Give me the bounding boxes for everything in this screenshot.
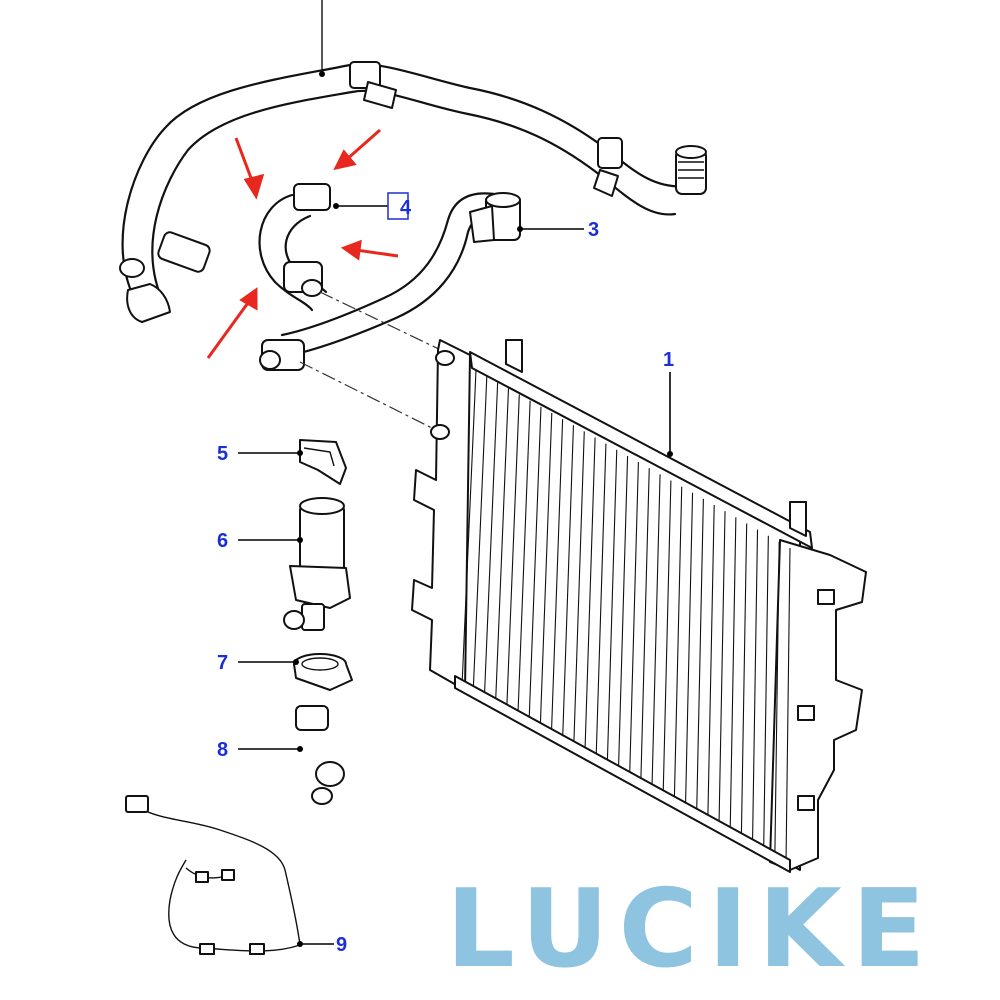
radiator-fin	[539, 412, 553, 729]
radiator-fin	[629, 462, 639, 779]
red-arrow-top-left	[234, 137, 265, 200]
radiator-fin	[640, 468, 650, 785]
callout-7: 7	[217, 652, 299, 674]
highlight-arrows	[206, 128, 399, 359]
radiator-fin	[528, 406, 542, 723]
harness-part-9	[125, 795, 301, 955]
callout-8-label: 8	[217, 739, 228, 761]
radiator-fin	[740, 523, 748, 840]
callout-3: 3	[517, 219, 599, 241]
callout-1: 1	[663, 349, 674, 457]
callout-4: 4	[333, 192, 412, 220]
callout-6: 6	[217, 530, 303, 552]
red-arrow-top-right	[333, 128, 381, 171]
radiator-fin	[517, 400, 531, 717]
radiator-fin	[696, 498, 704, 815]
radiator-fin	[651, 474, 661, 791]
callout-9: 9	[297, 934, 347, 956]
hose-part-4	[258, 183, 331, 312]
hose-part-3	[259, 192, 521, 371]
callout-8: 8	[217, 739, 303, 761]
red-arrow-bottom-left	[206, 287, 258, 359]
callout-4-label: 4	[400, 197, 412, 219]
radiator-part-1	[411, 339, 867, 873]
red-arrow-middle	[340, 239, 399, 261]
radiator-fin	[684, 492, 694, 809]
radiator-fin	[751, 529, 759, 846]
radiator-fin	[729, 517, 737, 834]
callout-6-label: 6	[217, 530, 228, 552]
brand-logo: LUCIKE	[446, 867, 936, 992]
callout-4-box	[387, 192, 409, 220]
radiator-fin	[673, 486, 683, 803]
callout-3-label: 3	[588, 219, 599, 241]
radiator-fin	[785, 547, 791, 865]
callout-5: 5	[217, 443, 303, 465]
radiator-fin	[595, 443, 607, 760]
radiator-fin	[707, 505, 715, 822]
radiator-fin	[718, 511, 726, 828]
callout-5-label: 5	[217, 443, 228, 465]
callout-7-label: 7	[217, 652, 228, 674]
upper-hose-assembly	[119, 0, 707, 323]
radiator-fin	[494, 388, 510, 705]
valve-part-6	[283, 497, 351, 631]
radiator-fin	[763, 535, 769, 852]
radiator-fin	[483, 382, 499, 699]
radiator-fin	[584, 437, 596, 754]
callout-9-label: 9	[336, 934, 347, 956]
radiator-fin	[774, 541, 780, 858]
radiator-fin	[506, 394, 520, 711]
clip-part-7	[293, 653, 353, 691]
radiator-fin	[550, 419, 564, 736]
radiator-fin	[606, 449, 618, 766]
bracket-part-5	[299, 439, 347, 485]
radiator-fin	[573, 431, 585, 748]
radiator-fin	[617, 455, 629, 772]
radiator-fin	[472, 376, 488, 693]
elbow-part-8	[293, 705, 345, 808]
radiator-fin	[461, 369, 477, 687]
radiator-fin	[562, 425, 574, 742]
radiator-fin	[662, 480, 672, 797]
callout-1-label: 1	[663, 349, 674, 371]
